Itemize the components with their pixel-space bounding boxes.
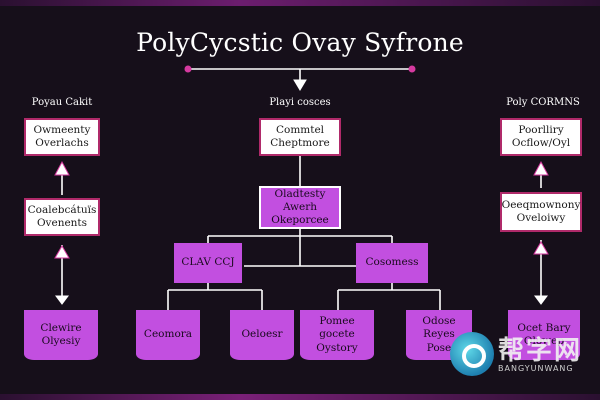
title-down-arrowhead bbox=[293, 79, 307, 91]
center-leaf-2-box: Oeloesr bbox=[230, 310, 294, 360]
left-column-header: Poyau Cakit bbox=[31, 97, 93, 108]
right-column-header: Poly CORMNS bbox=[506, 97, 580, 108]
site-watermark: 帮字网 BANGYUNWANG bbox=[446, 328, 596, 382]
bottom-frame-strip bbox=[0, 394, 600, 400]
center-leaf-3-box: Pomee gocete Oystory bbox=[300, 310, 374, 360]
top-frame-strip bbox=[0, 0, 600, 6]
left-up-arrowhead bbox=[54, 160, 70, 176]
center-right-branch-box: Cosomess bbox=[356, 243, 428, 283]
magnifier-logo-icon bbox=[450, 332, 494, 376]
right-bottom-box: Ocet Bary Olowep bbox=[508, 310, 580, 360]
left-top-box: Owmeenty Overlachs bbox=[24, 118, 100, 156]
right-down-arrowhead bbox=[534, 295, 548, 305]
center-leaf-1-box: Ceomora bbox=[136, 310, 200, 360]
right-mid-up-arrowhead bbox=[533, 241, 549, 255]
left-down-arrowhead bbox=[55, 295, 69, 305]
title-baseline-dots bbox=[184, 65, 416, 73]
right-up-arrowhead bbox=[533, 160, 549, 176]
left-mid-box: Coalebcátuïs Ovenents bbox=[24, 198, 100, 236]
watermark-subtext: BANGYUNWANG bbox=[498, 364, 574, 373]
watermark-text: 帮字网 bbox=[498, 336, 583, 366]
left-bottom-box: Clewire Olyesiy bbox=[24, 310, 98, 360]
center-left-branch-box: CLAV CCJ bbox=[174, 243, 242, 283]
diagram-title: PolyCycstic Ovay Syfrone bbox=[136, 28, 464, 57]
left-mid-up-arrowhead bbox=[54, 245, 70, 259]
center-top-box: Commtel Cheptmore bbox=[259, 118, 341, 156]
right-mid-box: Oeeqmownony Oveloiwy bbox=[500, 192, 582, 232]
center-column-header: Playi cosces bbox=[269, 97, 331, 108]
center-hub-box: Oladtesty Awerh Okeporcee bbox=[259, 186, 341, 229]
right-top-box: Poorlliry Ocflow/Oyl bbox=[500, 118, 582, 156]
